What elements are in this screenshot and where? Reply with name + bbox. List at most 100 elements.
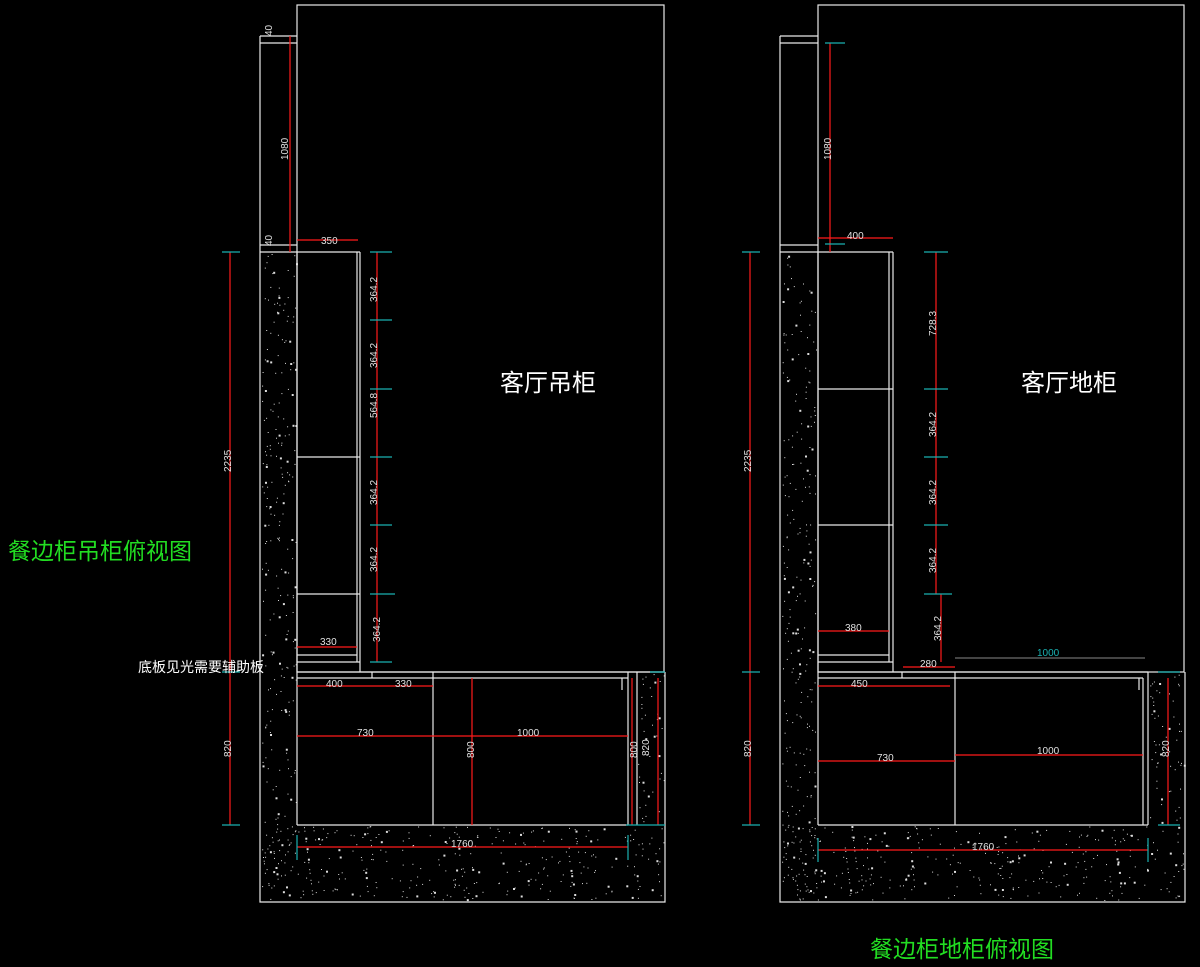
hatch-dot — [371, 845, 372, 847]
dim-label: 820 — [641, 739, 652, 756]
hatch-dot — [269, 445, 271, 447]
hatch-dot — [413, 845, 415, 846]
hatch-dot — [277, 813, 280, 816]
hatch-dot — [276, 501, 278, 503]
hatch-dot — [264, 852, 266, 854]
concrete-hatch — [262, 254, 1186, 902]
hatch-dot — [1011, 860, 1014, 863]
hatch-dot — [270, 651, 272, 653]
hatch-dot — [783, 334, 785, 336]
hatch-dot — [786, 475, 788, 477]
hatch-dot — [362, 837, 364, 838]
hatch-dot — [793, 856, 796, 859]
hatch-dot — [274, 303, 276, 305]
hatch-dot — [634, 874, 636, 876]
hatch-dot — [811, 845, 813, 847]
wall-outline — [259, 252, 666, 903]
hatch-dot — [266, 506, 268, 508]
hatch-dot — [292, 595, 294, 597]
hatch-dot — [473, 883, 475, 884]
hatch-dot — [956, 886, 958, 888]
hatch-dot — [855, 861, 857, 863]
hatch-dot — [263, 600, 264, 602]
hatch-dot — [472, 867, 473, 869]
hatch-dot — [370, 826, 372, 828]
hatch-dot — [1179, 817, 1181, 819]
hatch-dot — [921, 839, 923, 841]
hatch-dot — [313, 830, 315, 832]
hatch-dot — [793, 518, 795, 520]
hatch-dot — [271, 837, 273, 839]
hatch-dot — [543, 840, 545, 842]
hatch-dot — [295, 368, 298, 371]
hatch-dot — [624, 836, 626, 838]
hatch-dot — [1180, 764, 1182, 766]
hatch-dot — [800, 579, 802, 581]
hatch-dot — [300, 897, 302, 899]
hatch-dot — [974, 842, 976, 844]
hatch-dot — [809, 492, 811, 494]
hatch-dot — [815, 475, 816, 477]
hatch-dot — [805, 386, 807, 388]
hatch-dot — [372, 853, 374, 855]
hatch-dot — [799, 841, 801, 843]
hatch-dot — [518, 870, 520, 872]
hatch-dot — [321, 869, 322, 870]
hatch-dot — [523, 842, 525, 844]
hatch-dot — [855, 857, 857, 859]
hatch-dot — [789, 379, 791, 381]
hatch-dot — [444, 841, 447, 843]
hatch-dot — [787, 842, 789, 845]
hatch-dot — [412, 845, 414, 847]
hatch-dot — [805, 455, 807, 458]
hatch-dot — [373, 895, 375, 897]
hatch-dot — [792, 878, 794, 880]
hatch-dot — [1180, 730, 1182, 732]
hatch-dot — [275, 429, 277, 430]
hatch-dot — [656, 860, 659, 863]
hatch-dot — [1113, 829, 1115, 831]
hatch-dot — [870, 884, 872, 886]
hatch-dot — [402, 891, 404, 893]
hatch-dot — [1138, 897, 1140, 899]
hatch-dot — [661, 728, 663, 729]
hatch-dot — [642, 848, 644, 850]
hatch-dot — [1176, 739, 1178, 741]
hatch-dot — [1110, 881, 1112, 883]
hatch-dot — [801, 691, 803, 693]
hatch-dot — [285, 854, 286, 856]
hatch-dot — [352, 850, 354, 852]
hatch-dot — [1153, 701, 1155, 703]
hatch-dot — [1153, 741, 1155, 742]
hatch-dot — [824, 896, 827, 899]
hatch-dot — [262, 372, 264, 373]
hatch-dot — [1122, 829, 1124, 831]
hatch-dot — [1130, 834, 1133, 837]
hatch-dot — [458, 847, 461, 850]
hatch-dot — [857, 891, 859, 893]
hatch-dot — [797, 632, 799, 634]
hatch-dot — [273, 321, 275, 323]
hatch-dot — [819, 841, 821, 842]
hatch-dot — [431, 893, 433, 895]
hatch-dot — [265, 543, 267, 544]
hatch-dot — [271, 254, 273, 255]
hatch-dot — [266, 498, 268, 499]
upper-wall — [259, 35, 360, 253]
hatch-dot — [816, 838, 818, 840]
hatch-dot — [489, 827, 491, 829]
hatch-dot — [277, 587, 279, 589]
hatch-dot — [1031, 832, 1033, 834]
hatch-dot — [1082, 853, 1084, 855]
hatch-dot — [586, 882, 588, 884]
hatch-dot — [1166, 888, 1168, 890]
hatch-dot — [948, 897, 950, 899]
hatch-dot — [880, 876, 882, 878]
hatch-dot — [1098, 839, 1100, 841]
hatch-dot — [1005, 843, 1007, 845]
hatch-dot — [371, 859, 373, 860]
hatch-dot — [796, 628, 799, 631]
hatch-dot — [288, 714, 290, 716]
hatch-dot — [293, 275, 295, 277]
hatch-dot — [854, 850, 856, 852]
